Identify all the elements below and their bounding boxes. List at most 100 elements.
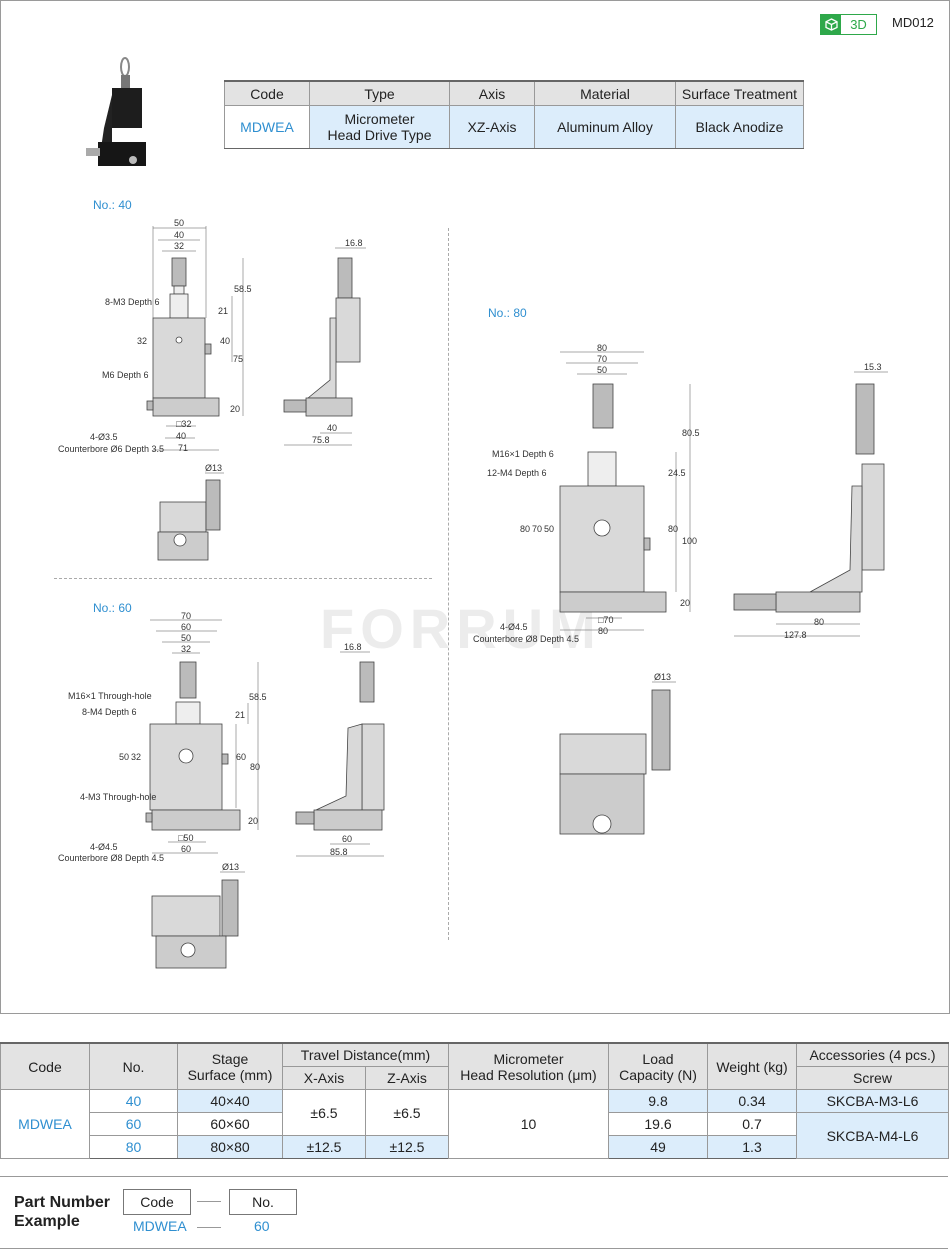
table-row: MDWEA 40 40×40 ±6.5 ±6.5 10 9.8 0.34 SKC…	[0, 1089, 949, 1159]
cell-travel-z: ±6.5	[365, 1089, 449, 1136]
part-number-label-line1: Part Number	[14, 1194, 111, 1211]
no60-dim-60: 60	[181, 622, 191, 632]
no80-dim-sq70: □70	[598, 615, 613, 625]
no-box: No.	[229, 1189, 297, 1215]
no80-dim-80: 80	[597, 343, 607, 353]
no80-side-dim-80: 80	[814, 617, 824, 627]
no80-dim-80-v: 80	[668, 524, 678, 534]
no40-dim-58-5: 58.5	[234, 284, 252, 294]
header-code: Code	[0, 1042, 90, 1090]
header-z-axis: Z-Axis	[365, 1066, 449, 1090]
no80-note-counterbore: Counterbore Ø8 Depth 4.5	[473, 634, 579, 644]
header-accessories: Accessories (4 pcs.)	[796, 1042, 949, 1067]
no80-dim-20: 20	[680, 598, 690, 608]
no60-top-view	[151, 879, 239, 969]
no80-dim-50-l: 50	[544, 524, 554, 534]
no40-dim-75: 75	[233, 354, 243, 364]
no80-dim-80-b: 80	[598, 626, 608, 636]
code-value: MDWEA	[133, 1218, 187, 1234]
no40-dim-40-b: 40	[176, 431, 186, 441]
drawing-title-no80: No.: 80	[488, 306, 527, 320]
header-load-line2: Capacity (N)	[619, 1066, 697, 1083]
no40-dim-50: 50	[174, 218, 184, 228]
no40-dim-40-v: 40	[220, 336, 230, 346]
cell-code: MDWEA	[0, 1089, 90, 1159]
no60-side-dim-60: 60	[342, 834, 352, 844]
no60-note-counterbore: Counterbore Ø8 Depth 4.5	[58, 853, 164, 863]
no60-dim-70: 70	[181, 611, 191, 621]
no80-side-dim-127-8: 127.8	[784, 630, 807, 640]
drawing-title-no40: No.: 40	[93, 198, 132, 212]
product-photo	[86, 57, 146, 166]
no60-front-view	[145, 661, 241, 831]
no40-top-view	[157, 479, 221, 561]
no40-note-counterbore: Counterbore Ø6 Depth 3.5	[58, 444, 164, 454]
no40-side-dim-16-8: 16.8	[345, 238, 363, 248]
no60-note-4m3: 4-M3 Through-hole	[80, 792, 156, 802]
no60-dim-58-5: 58.5	[249, 692, 267, 702]
document-code: MD012	[892, 15, 934, 30]
spec-header-type: Type	[309, 80, 450, 106]
no40-dim-71: 71	[178, 443, 188, 453]
header-x-axis: X-Axis	[282, 1066, 366, 1090]
no40-note-4d3-5: 4-Ø3.5	[90, 432, 118, 442]
no60-dim-sq50: □50	[178, 833, 193, 843]
no80-note-12m4: 12-M4 Depth 6	[487, 468, 547, 478]
no80-dim-80-5: 80.5	[682, 428, 700, 438]
no40-side-dim-40: 40	[327, 423, 337, 433]
no60-top-dim-d13: Ø13	[222, 862, 239, 872]
product-image	[86, 57, 146, 166]
cell-travel-z: ±12.5	[365, 1135, 449, 1159]
table-row: 80 80×80 ±12.5 ±12.5 49 1.3	[1, 1135, 949, 1159]
header-travel: Travel Distance(mm)	[282, 1042, 449, 1067]
cell-no: 60	[89, 1112, 178, 1136]
cell-travel-x: ±12.5	[282, 1135, 366, 1159]
no80-dim-24-5: 24.5	[668, 468, 686, 478]
no60-dim-80: 80	[250, 762, 260, 772]
no60-dim-32-v: 32	[131, 752, 141, 762]
no40-dim-20: 20	[230, 404, 240, 414]
cell-stage: 60×60	[177, 1112, 283, 1136]
spec-surface: Black Anodize	[675, 105, 804, 149]
no40-dim-40: 40	[174, 230, 184, 240]
no80-side-view	[733, 383, 885, 613]
cell-weight: 0.34	[707, 1089, 797, 1113]
section-divider-horizontal	[54, 578, 432, 579]
header-weight: Weight (kg)	[707, 1042, 797, 1090]
no60-side-dim-16-8: 16.8	[344, 642, 362, 652]
no40-top-dim-d13: Ø13	[205, 463, 222, 473]
no60-dim-50-v: 50	[119, 752, 129, 762]
spec-header-axis: Axis	[449, 80, 535, 106]
no40-dim-21: 21	[218, 306, 228, 316]
technical-drawings: FORRUM 50 40 32 58.5 21 40 75 20 32 □32 …	[58, 218, 888, 969]
connector-line	[197, 1227, 221, 1228]
watermark-logo: FORRUM	[320, 597, 602, 660]
cell-load: 9.8	[608, 1089, 708, 1113]
no80-dim-100: 100	[682, 536, 697, 546]
no80-note-4d4-5: 4-Ø4.5	[500, 622, 528, 632]
cell-weight: 1.3	[707, 1135, 797, 1159]
no40-dim-32: 32	[174, 241, 184, 251]
no80-dim-50: 50	[597, 365, 607, 375]
no60-note-4d4-5: 4-Ø4.5	[90, 842, 118, 852]
cell-screw: SKCBA-M3-L6	[796, 1089, 949, 1113]
no40-note-8m3: 8-M3 Depth 6	[105, 297, 160, 307]
header-resolution-line2: Head Resolution (μm)	[460, 1066, 597, 1083]
no40-dim-sq32: □32	[176, 419, 191, 429]
no40-front-view	[146, 257, 220, 417]
spec-material: Aluminum Alloy	[534, 105, 676, 149]
no80-note-m16: M16×1 Depth 6	[492, 449, 554, 459]
no60-dim-60-v: 60	[236, 752, 246, 762]
header-no: No.	[89, 1042, 178, 1090]
spec-table: Code Type Axis Material Surface Treatmen…	[224, 80, 804, 149]
no60-dim-50: 50	[181, 633, 191, 643]
cell-resolution: 10	[448, 1089, 609, 1159]
3d-model-button[interactable]: 3D	[820, 14, 877, 35]
spec-header-surface: Surface Treatment	[675, 80, 804, 106]
no40-side-dim-75-8: 75.8	[312, 435, 330, 445]
spec-type-line2: Head Drive Type	[327, 127, 432, 143]
no40-side-view	[283, 257, 361, 417]
